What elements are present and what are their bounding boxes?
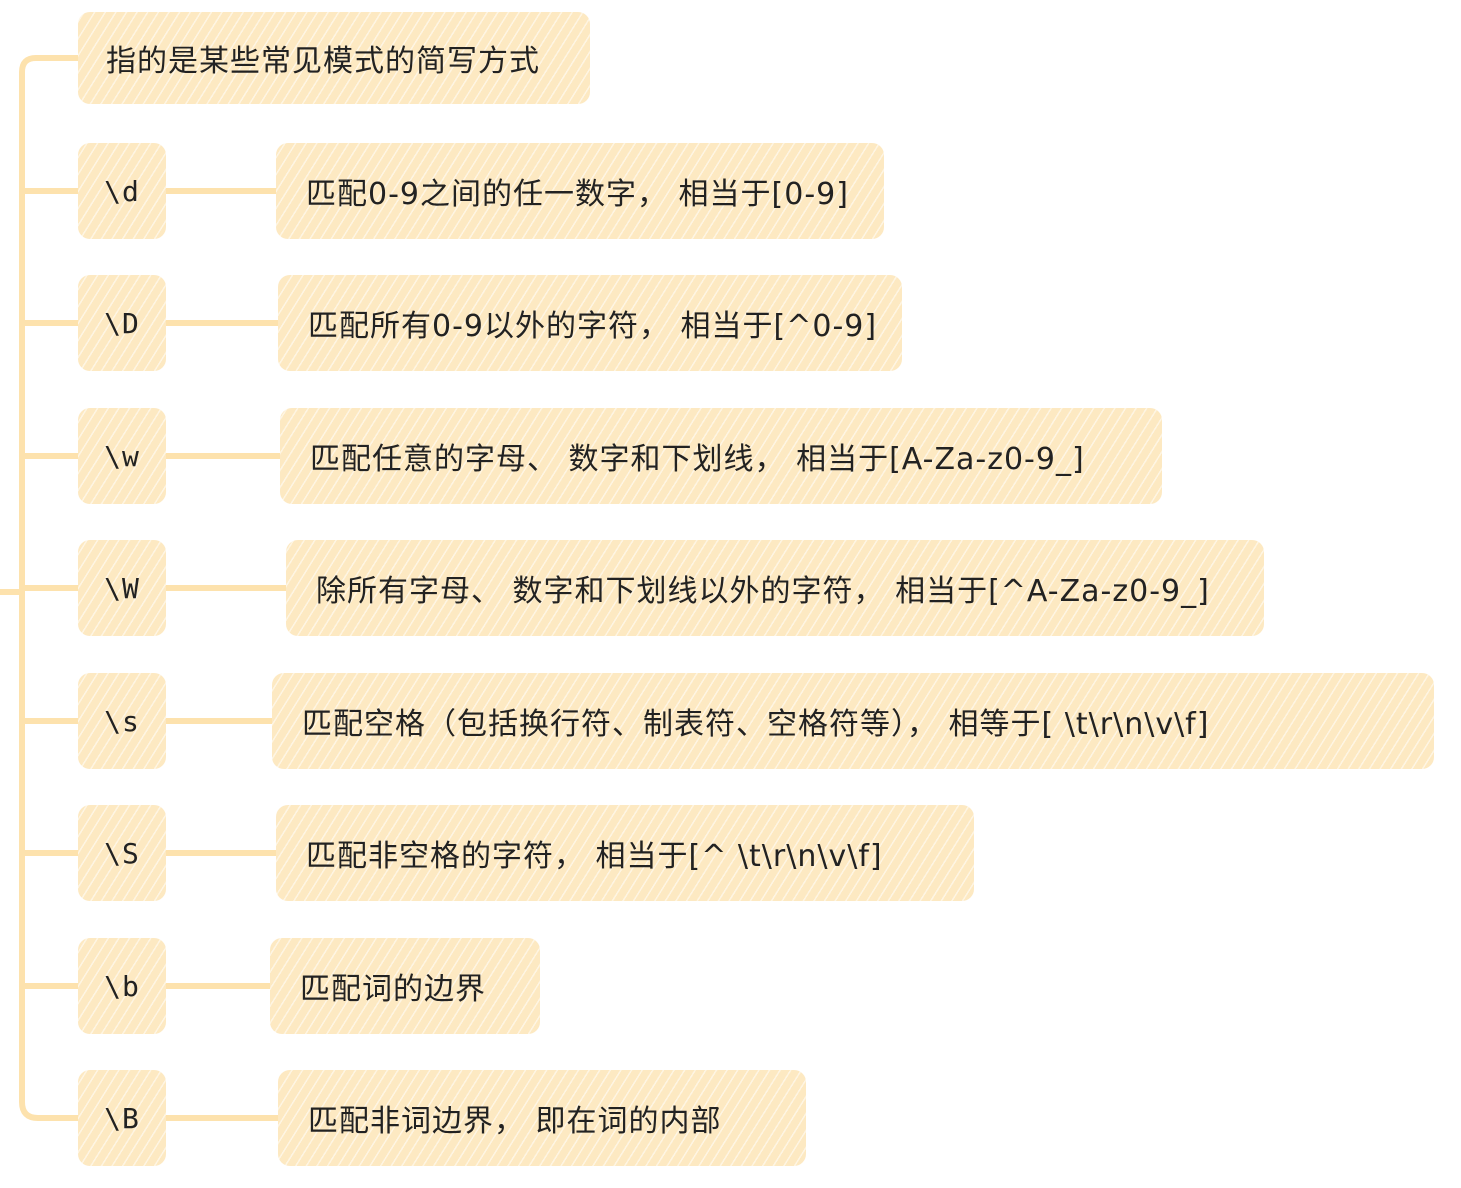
desc-node-non-space: 匹配非空格的字符， 相当于[^ \t\r\n\v\f] [276, 805, 974, 901]
header-node: 指的是某些常见模式的简写方式 [78, 12, 590, 104]
desc-node-non-digit: 匹配所有0-9以外的字符， 相当于[^0-9] [278, 275, 902, 371]
key-node-word: \w [78, 408, 166, 504]
key-node-space: \s [78, 673, 166, 769]
key-node-non-boundary: \B [78, 1070, 166, 1166]
desc-node-space: 匹配空格（包括换行符、制表符、空格符等）， 相等于[ \t\r\n\v\f] [272, 673, 1434, 769]
key-node-non-space: \S [78, 805, 166, 901]
desc-node-non-boundary: 匹配非词边界， 即在词的内部 [278, 1070, 806, 1166]
key-node-boundary: \b [78, 938, 166, 1034]
desc-node-boundary: 匹配词的边界 [270, 938, 540, 1034]
desc-node-word: 匹配任意的字母、 数字和下划线， 相当于[A-Za-z0-9_] [280, 408, 1162, 504]
key-node-non-digit: \D [78, 275, 166, 371]
key-node-non-word: \W [78, 540, 166, 636]
desc-node-non-word: 除所有字母、 数字和下划线以外的字符， 相当于[^A-Za-z0-9_] [286, 540, 1264, 636]
key-node-digit: \d [78, 143, 166, 239]
desc-node-digit: 匹配0-9之间的任一数字， 相当于[0-9] [276, 143, 884, 239]
